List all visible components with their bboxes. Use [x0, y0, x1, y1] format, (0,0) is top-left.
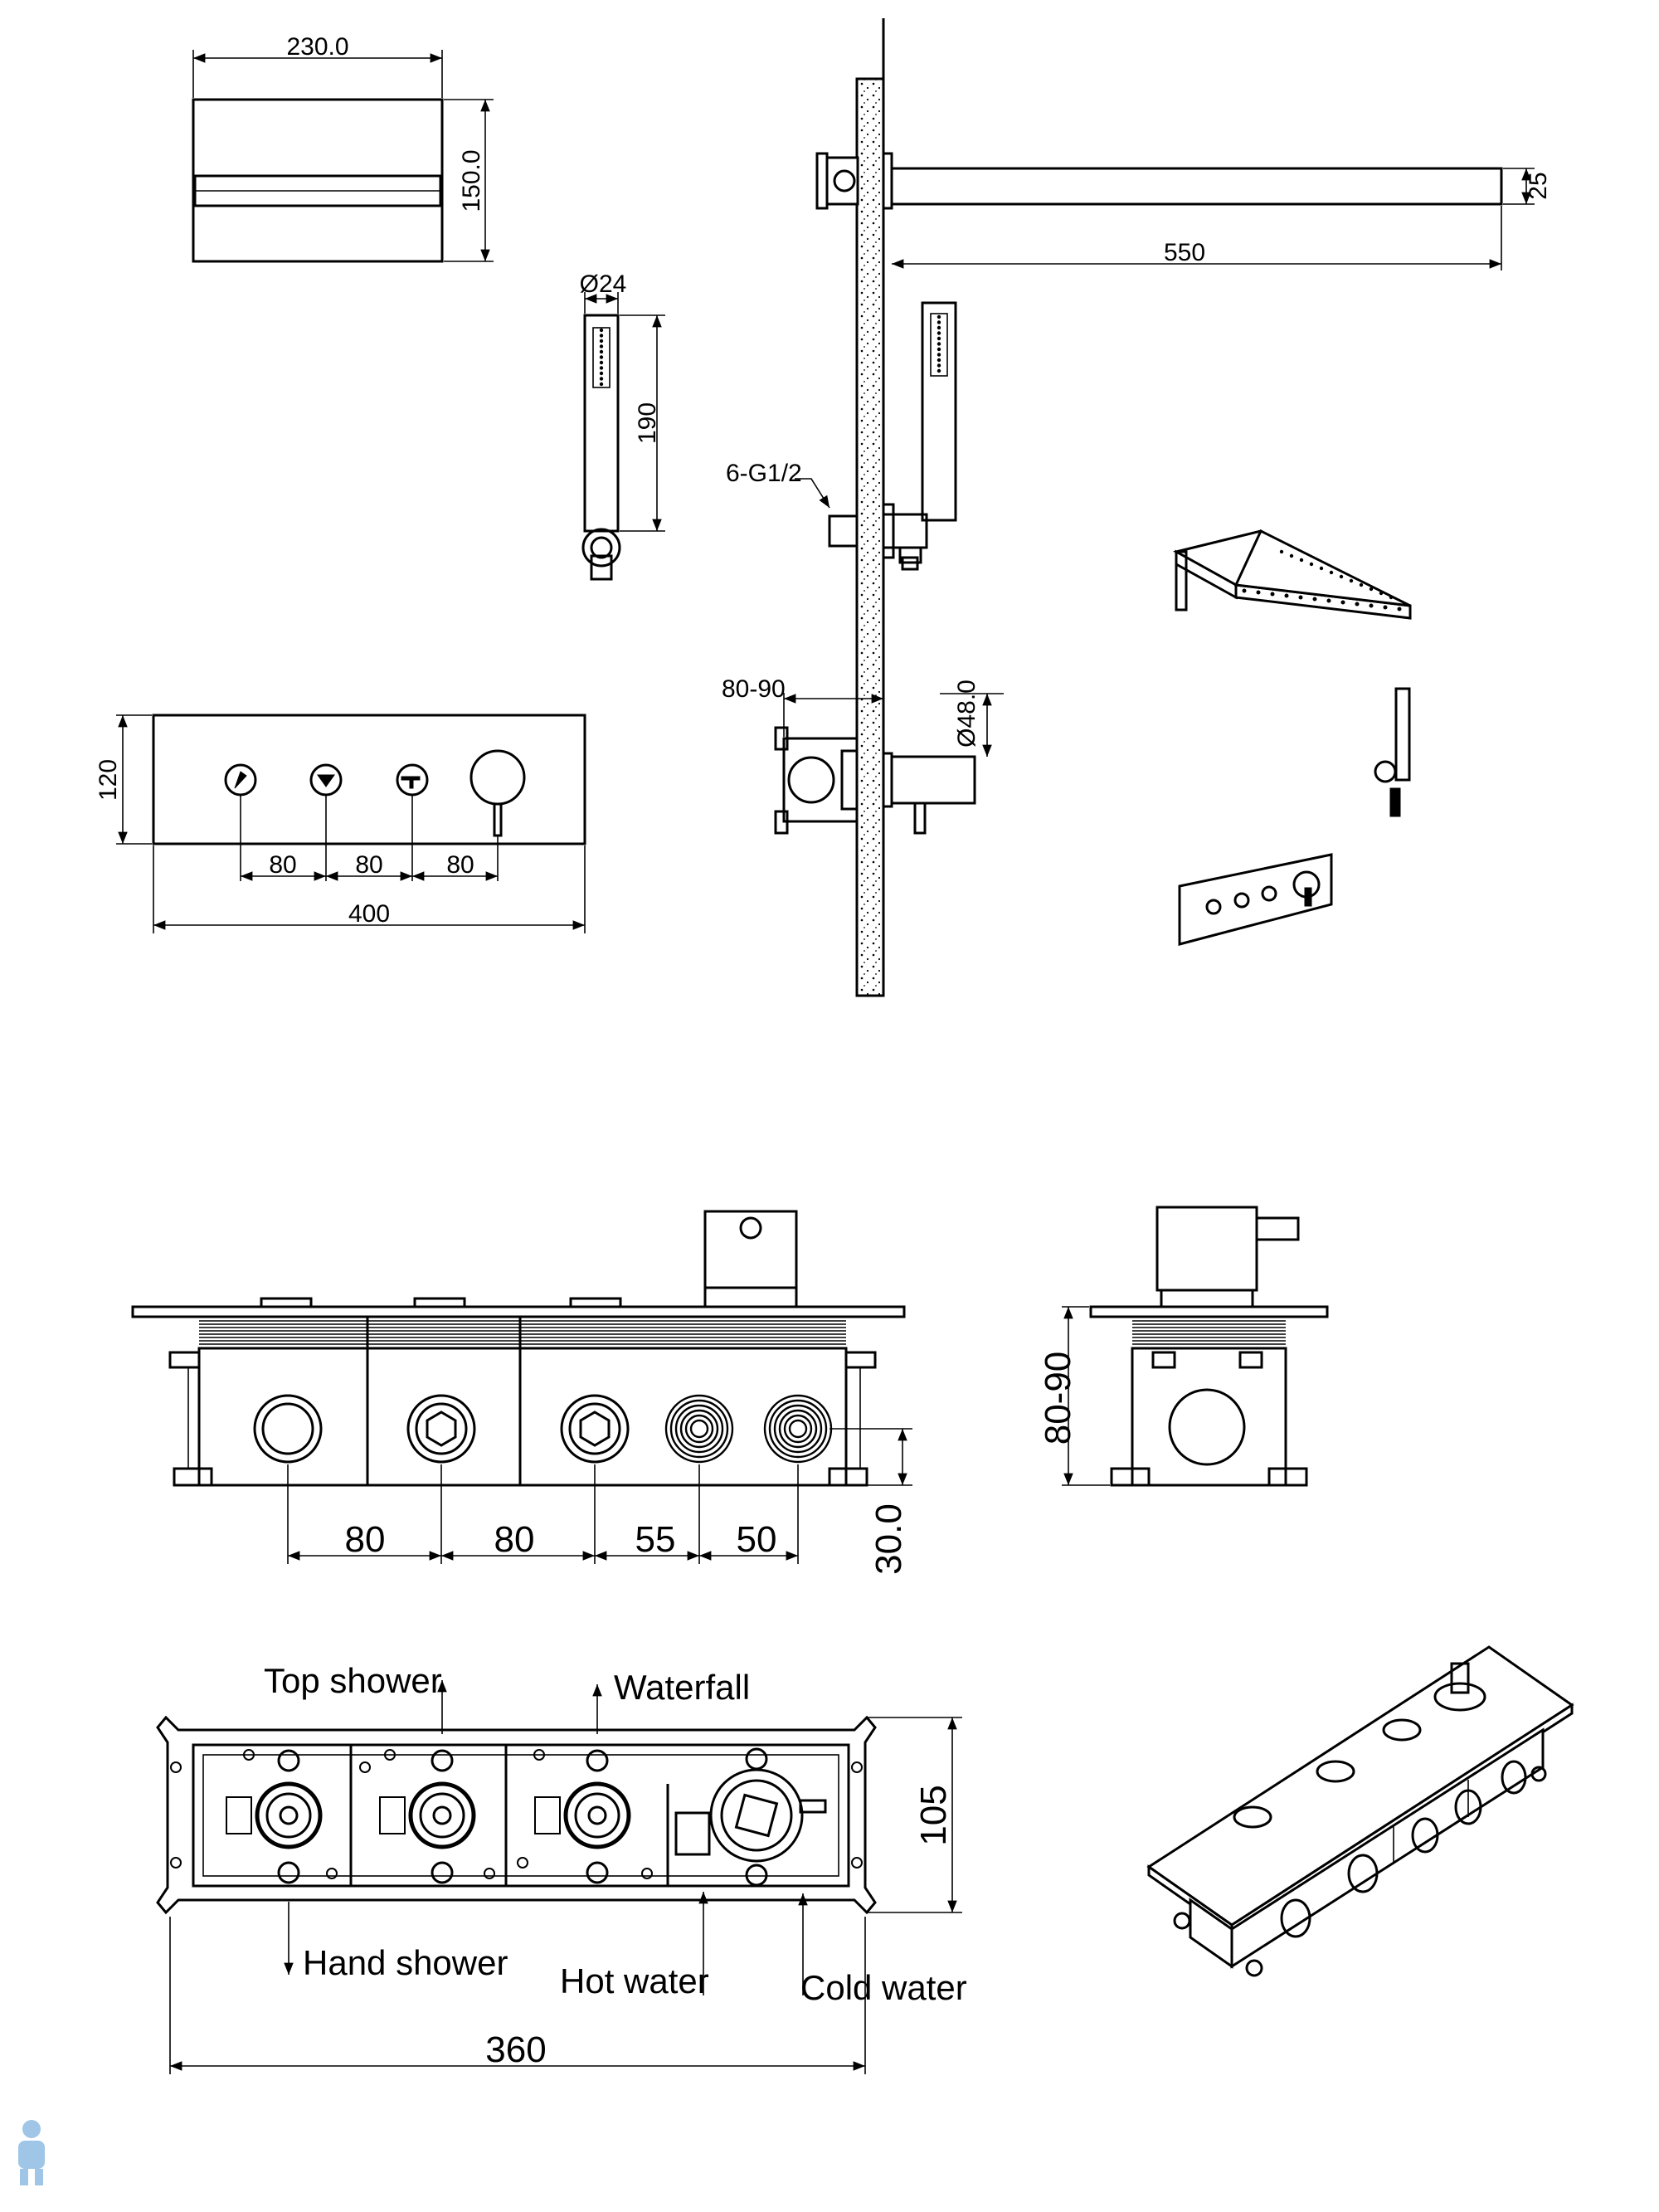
mixer-valve-section: 80-90 Ø48.0: [722, 675, 1004, 835]
valve-body-isometric: [1146, 1645, 1574, 1977]
temperature-knob: [469, 749, 526, 837]
dim-outlet-diameter: Ø48.0: [953, 680, 980, 748]
dim-panel-spacing-2: 80: [355, 851, 382, 879]
control-panel-front-view: 120 80 80 80 400: [95, 714, 586, 933]
dim-panel-spacing-1: 80: [269, 851, 296, 879]
control-panel-3d: [1178, 853, 1333, 946]
dim-hand-shower-length: 190: [634, 402, 661, 444]
dim-panel-height: 120: [95, 759, 122, 801]
dim-valve-spacing-4: 50: [737, 1519, 777, 1560]
waterfall-spout-3d: [1172, 529, 1412, 620]
plan-dimensions: 105 360: [169, 1717, 962, 2074]
dim-valve-spacing-2: 80: [494, 1519, 535, 1560]
dim-hand-shower-diameter: Ø24: [580, 270, 627, 298]
label-top-shower: Top shower: [264, 1661, 442, 1700]
dim-valve-spacing-3: 55: [635, 1519, 676, 1560]
hand-shower-dimension-view: Ø24 190: [580, 270, 665, 581]
label-waterfall: Waterfall: [614, 1668, 750, 1707]
label-cold-water: Cold water: [800, 1968, 967, 2007]
top-shower-icon: [224, 763, 257, 797]
valve-body-plan-view: [156, 1715, 877, 1915]
dim-thread: 6-G1/2: [726, 460, 802, 487]
dim-panel-spacing-3: 80: [446, 851, 474, 879]
hand-shower-wall-mounted: 6-G1/2: [726, 301, 957, 571]
port-labels: Top shower Waterfall Hand shower Hot wat…: [264, 1661, 967, 2007]
dim-box-width: 360: [485, 2029, 546, 2070]
dim-arm-thickness: 25: [1525, 172, 1552, 199]
hand-shower-icon: [309, 763, 343, 797]
valve-body-front-view: 80 80 55 50 30.0: [131, 1210, 912, 1575]
wall-section: [855, 18, 885, 997]
dim-valve-spacing-1: 80: [345, 1519, 386, 1560]
valve-body-side-view: 80-90: [1038, 1206, 1329, 1487]
dim-arm-length: 550: [1164, 239, 1205, 266]
shower-head-front-view: 230.0 150.0: [192, 33, 494, 263]
waterfall-icon: [396, 763, 429, 797]
dim-shower-head-width: 230.0: [286, 33, 348, 61]
plumber-mascot-icon: [18, 2120, 45, 2185]
shower-arm-side-view: 550 25: [815, 152, 1552, 270]
label-hot-water: Hot water: [560, 1961, 709, 2000]
hand-shower-3d: [1374, 687, 1411, 817]
dim-shower-head-height: 150.0: [458, 149, 485, 212]
label-hand-shower: Hand shower: [303, 1943, 508, 1982]
dim-valve-offset: 30.0: [868, 1503, 909, 1575]
dim-panel-width: 400: [348, 900, 390, 928]
dim-side-depth: 80-90: [1038, 1352, 1078, 1445]
dim-install-depth: 80-90: [722, 675, 786, 703]
dim-box-height: 105: [913, 1785, 954, 1845]
